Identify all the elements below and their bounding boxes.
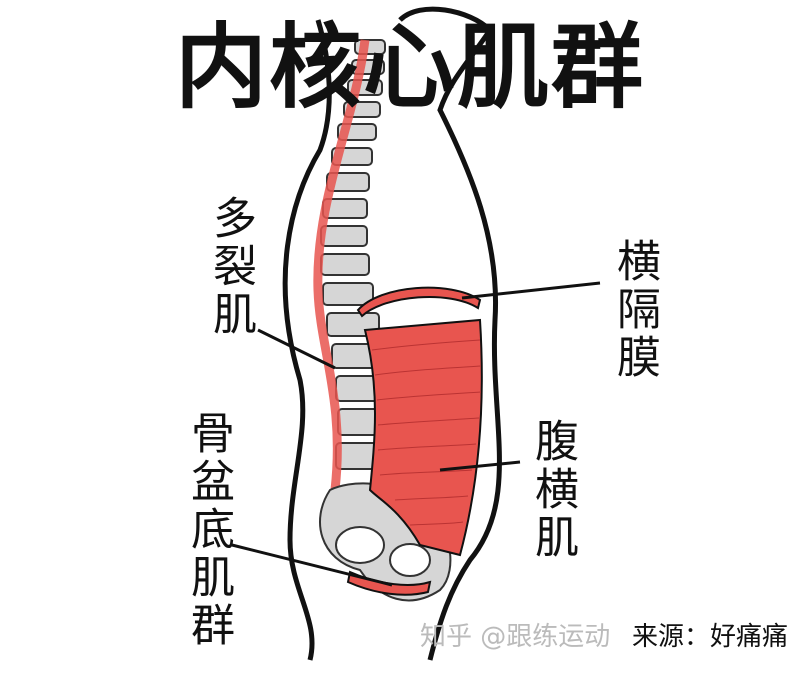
watermark: 知乎 @跟练运动 — [420, 622, 611, 652]
body-outline-front — [398, 6, 502, 661]
leader-line-multifidus — [257, 328, 336, 370]
diaphragm-muscle — [356, 286, 482, 318]
label-diaphragm: 横隔膜 — [609, 238, 660, 382]
label-multifidus: 多裂肌 — [205, 195, 256, 339]
multifidus-muscle — [313, 39, 370, 491]
pelvis-opening — [335, 526, 385, 564]
transversus-muscle — [363, 318, 483, 557]
leader-line-pelvic-floor — [231, 543, 393, 587]
label-pelvic-floor: 骨盆底肌群 — [183, 410, 234, 650]
diagram-title: 内核心肌群 — [175, 14, 646, 121]
muscle-fibers — [371, 339, 482, 526]
leader-line-diaphragm — [461, 281, 601, 300]
leader-line-transversus — [439, 460, 521, 472]
label-transversus: 腹横肌 — [527, 418, 578, 562]
pelvis-opening — [389, 543, 431, 577]
source-credit: 来源：好痛痛 — [632, 622, 789, 652]
body-outline — [282, 19, 332, 661]
